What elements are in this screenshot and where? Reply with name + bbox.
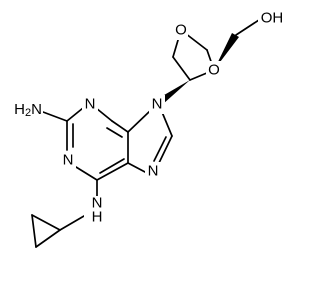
bond-n9-c8: [161, 111, 173, 137]
nh-n-label: N: [92, 195, 103, 212]
nh-h-label: H: [92, 209, 103, 226]
nh2-label: H2N: [14, 101, 42, 120]
wedge-c4-n9: [159, 80, 190, 104]
bond-c6-c5: [96, 162, 129, 181]
molecule-canvas: OH O O N N N N H2N N H: [13, 8, 284, 248]
bond-n3-c2: [66, 107, 84, 122]
bond-nh-cp: [59, 215, 85, 231]
bond-cp-c: [35, 229, 61, 248]
bond-c-ch2: [235, 17, 263, 36]
n1-label: N: [63, 152, 74, 169]
n3-label: N: [85, 96, 96, 113]
ring-o-bottom-label: O: [208, 62, 220, 79]
bond-c4-n3: [95, 107, 113, 122]
bond-n1-c6: [75, 166, 98, 181]
bond-c4-c5-inner: [111, 120, 129, 133]
bond-n3-double: [106, 127, 123, 138]
structure-drawing: OH O O N N N N H2N N H: [13, 8, 284, 248]
bond-c2-nh2: [42, 111, 68, 122]
bond-c8-n7-double: [153, 136, 167, 162]
bond-c6-c5-double: [99, 158, 125, 174]
bond-n7-c5: [127, 162, 146, 173]
wedge-c2-ch2oh: [214, 33, 239, 70]
bond-cp-a: [31, 214, 61, 231]
n9-label: N: [152, 96, 163, 113]
oh-label: OH: [261, 10, 284, 27]
bond-c4-n9: [127, 109, 152, 133]
bond-c8-n7: [157, 135, 173, 166]
bond-c2-c4: [172, 56, 191, 81]
ring-o-top-label: O: [175, 22, 187, 39]
bond-cp-b: [31, 214, 37, 248]
n7-label: N: [148, 163, 159, 180]
